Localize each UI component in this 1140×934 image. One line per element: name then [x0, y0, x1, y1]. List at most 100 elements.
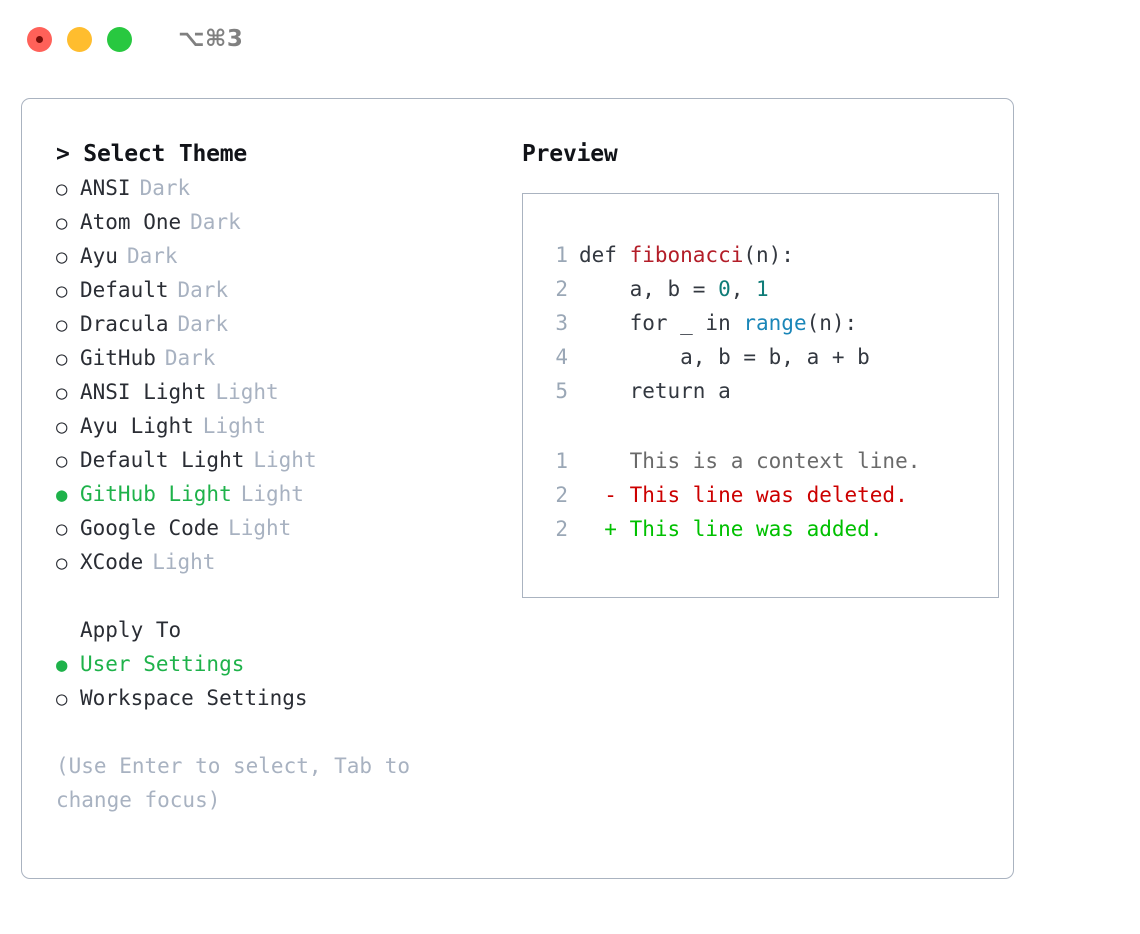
apply-to-list[interactable]: ● User Settings ○ Workspace Settings	[56, 647, 501, 715]
radio-unselected-icon: ○	[56, 178, 68, 200]
apply-to-option-user-settings[interactable]: ● User Settings	[56, 647, 501, 681]
theme-option-github[interactable]: ○ GitHub Dark	[56, 341, 501, 375]
theme-option-label: GitHub	[80, 346, 156, 370]
theme-variant-badge: Light	[253, 448, 317, 472]
theme-variant-badge: Light	[202, 414, 267, 438]
theme-option-ayu-light[interactable]: ○ Ayu Light Light	[56, 409, 501, 443]
theme-variant-badge: Light	[228, 516, 292, 540]
code-token: def	[579, 243, 630, 267]
theme-variant-badge: Dark	[164, 346, 216, 370]
code-line-number: 4	[555, 345, 568, 369]
code-line-number: 1	[555, 243, 568, 267]
code-line: 4 a, b = b, a + b	[538, 340, 998, 374]
diff-line-content: + This line was added.	[579, 517, 883, 541]
theme-option-label: Google Code	[80, 516, 220, 540]
code-line: 5 return a	[538, 374, 998, 408]
diff-line-number: 2	[555, 517, 568, 541]
code-token: ,	[730, 277, 757, 301]
radio-selected-icon: ●	[56, 654, 68, 676]
keyboard-shortcut-label: ⌥⌘3	[178, 26, 244, 52]
code-token: return a	[579, 379, 731, 403]
theme-variant-badge: Light	[152, 550, 216, 574]
apply-to-heading: Apply To	[80, 618, 182, 642]
theme-option-label: ANSI Light	[80, 380, 207, 404]
apply-to-option-label: User Settings	[80, 652, 245, 676]
code-line-number: 2	[555, 277, 568, 301]
radio-unselected-icon: ○	[56, 416, 68, 438]
theme-option-label: Ayu Light	[80, 414, 194, 438]
theme-option-google-code[interactable]: ○ Google Code Light	[56, 511, 501, 545]
code-token: a, b =	[579, 277, 719, 301]
diff-line-content: This is a context line.	[579, 449, 921, 473]
code-token: range	[743, 311, 807, 335]
radio-unselected-icon: ○	[56, 382, 68, 404]
theme-option-label: GitHub Light	[80, 482, 232, 506]
theme-variant-badge: Dark	[139, 176, 191, 200]
preview-heading: Preview	[522, 141, 618, 167]
theme-variant-badge: Dark	[190, 210, 241, 234]
code-token: a, b = b, a + b	[579, 345, 870, 369]
theme-variant-badge: Light	[240, 482, 304, 506]
diff-line: 2 + This line was added.	[538, 512, 998, 546]
maximize-window-button[interactable]	[107, 26, 132, 52]
apply-to-option-workspace-settings[interactable]: ○ Workspace Settings	[56, 681, 501, 715]
theme-option-label: Default	[80, 278, 169, 302]
minimize-window-button[interactable]	[67, 26, 92, 52]
theme-option-atom-one[interactable]: ○ Atom One Dark	[56, 205, 501, 239]
theme-option-label: Dracula	[80, 312, 169, 336]
theme-option-default[interactable]: ○ Default Dark	[56, 273, 501, 307]
radio-unselected-icon: ○	[56, 518, 68, 540]
code-line: 1 def fibonacci(n):	[538, 238, 998, 272]
code-line-content: def fibonacci(n):	[579, 238, 794, 272]
radio-unselected-icon: ○	[56, 348, 68, 370]
diff-sample: 1 This is a context line.2 - This line w…	[538, 444, 998, 546]
theme-option-xcode[interactable]: ○ XCode Light	[56, 545, 501, 579]
diff-line-number: 1	[555, 449, 568, 473]
code-line-number: 5	[555, 379, 568, 403]
diff-line-content: - This line was deleted.	[579, 483, 908, 507]
code-token: 0	[718, 277, 731, 301]
diff-line: 1 This is a context line.	[538, 444, 998, 478]
radio-unselected-icon: ○	[56, 450, 68, 472]
code-line-number: 3	[555, 311, 568, 335]
diff-line: 2 - This line was deleted.	[538, 478, 998, 512]
apply-to-option-label: Workspace Settings	[80, 686, 308, 710]
radio-unselected-icon: ○	[56, 280, 68, 302]
code-token: fibonacci	[629, 243, 744, 267]
title-bar: ⌥⌘3	[0, 0, 1140, 78]
diff-line-number: 2	[555, 483, 568, 507]
code-token: (n):	[743, 243, 794, 267]
theme-variant-badge: Light	[215, 380, 279, 404]
theme-variant-badge: Dark	[177, 312, 229, 336]
code-token: (n):	[806, 311, 858, 335]
code-line-content: for _ in range(n):	[579, 306, 858, 340]
code-line-content: a, b = 0, 1	[579, 272, 769, 306]
radio-unselected-icon: ○	[56, 688, 68, 710]
theme-option-ansi-light[interactable]: ○ ANSI Light Light	[56, 375, 501, 409]
theme-option-dracula[interactable]: ○ Dracula Dark	[56, 307, 501, 341]
theme-variant-badge: Dark	[126, 244, 178, 268]
radio-unselected-icon: ○	[56, 212, 68, 234]
radio-unselected-icon: ○	[56, 314, 68, 336]
theme-option-label: Atom One	[80, 210, 182, 234]
code-line-content: return a	[579, 374, 731, 408]
code-line: 2 a, b = 0, 1	[538, 272, 998, 306]
code-line: 3 for _ in range(n):	[538, 306, 998, 340]
theme-variant-badge: Dark	[177, 278, 229, 302]
select-theme-heading: > Select Theme	[56, 141, 248, 167]
radio-unselected-icon: ○	[56, 552, 68, 574]
code-token: for _ in	[579, 311, 744, 335]
close-window-button[interactable]	[27, 26, 52, 52]
theme-option-label: XCode	[80, 550, 144, 574]
code-token: 1	[756, 277, 769, 301]
